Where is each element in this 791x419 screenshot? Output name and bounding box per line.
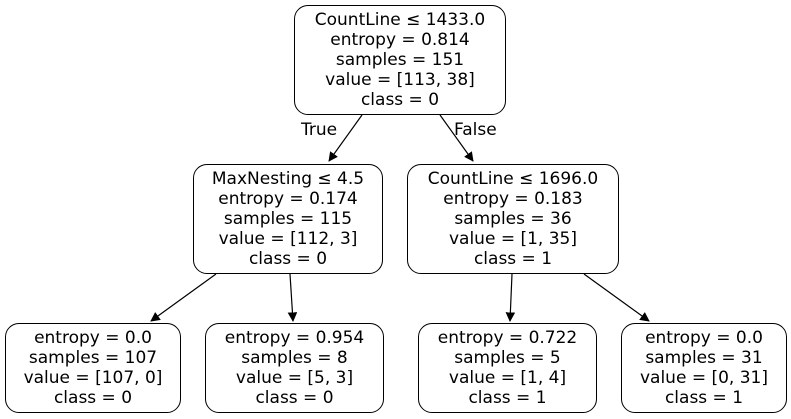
node-class-line: class = 1 (468, 388, 547, 408)
node-class-line: class = 0 (360, 90, 440, 110)
node-class-line: class = 0 (53, 388, 133, 408)
node-value-line: value = [112, 3] (218, 229, 358, 249)
node-samples-line: samples = 36 (454, 209, 572, 229)
node-entropy-line: entropy = 0.722 (437, 328, 578, 348)
tree-node-left: MaxNesting ≤ 4.5 entropy = 0.174 samples… (193, 164, 383, 274)
node-entropy-line: entropy = 0.814 (330, 30, 470, 50)
node-split-line: CountLine ≤ 1696.0 (427, 169, 599, 189)
tree-node-right: CountLine ≤ 1696.0 entropy = 0.183 sampl… (407, 164, 619, 274)
node-value-line: value = [0, 31] (639, 368, 768, 388)
node-value-line: value = [5, 3] (235, 368, 354, 388)
tree-leaf-left-left: entropy = 0.0 samples = 107 value = [107… (5, 323, 181, 413)
node-entropy-line: entropy = 0.0 (645, 328, 763, 348)
node-entropy-line: entropy = 0.174 (218, 189, 358, 209)
node-samples-line: samples = 31 (645, 348, 763, 368)
node-split-line: MaxNesting ≤ 4.5 (211, 169, 365, 189)
edge-label-false: False (454, 120, 497, 140)
tree-leaf-right-left: entropy = 0.722 samples = 5 value = [1, … (418, 323, 597, 413)
node-entropy-line: entropy = 0.183 (443, 189, 583, 209)
node-samples-line: samples = 115 (223, 209, 353, 229)
tree-leaf-left-right: entropy = 0.954 samples = 8 value = [5, … (205, 323, 384, 413)
edge-right-to-leaf-rl (505, 273, 516, 322)
tree-leaf-right-right: entropy = 0.0 samples = 31 value = [0, 3… (621, 323, 787, 413)
edge-label-true: True (301, 120, 338, 140)
node-samples-line: samples = 151 (335, 50, 465, 70)
node-entropy-line: entropy = 0.0 (34, 328, 152, 348)
node-class-line: class = 0 (255, 388, 334, 408)
edge-root-to-left (328, 114, 363, 162)
node-class-line: class = 1 (664, 388, 744, 408)
node-value-line: value = [1, 35] (448, 229, 577, 249)
node-class-line: class = 1 (473, 249, 553, 269)
node-value-line: value = [107, 0] (23, 368, 163, 388)
tree-node-root: CountLine ≤ 1433.0 entropy = 0.814 sampl… (294, 5, 506, 115)
edge-right-to-leaf-rr (583, 273, 650, 322)
edge-left-to-leaf-lr (287, 273, 298, 322)
edge-root-to-right (439, 114, 474, 162)
node-samples-line: samples = 107 (28, 348, 158, 368)
node-value-line: value = [113, 38] (325, 70, 475, 90)
node-value-line: value = [1, 4] (448, 368, 567, 388)
node-samples-line: samples = 8 (241, 348, 348, 368)
edge-left-to-leaf-ll (150, 273, 217, 322)
node-entropy-line: entropy = 0.954 (224, 328, 365, 348)
node-class-line: class = 0 (248, 249, 328, 269)
node-samples-line: samples = 5 (454, 348, 561, 368)
node-split-line: CountLine ≤ 1433.0 (314, 10, 486, 30)
